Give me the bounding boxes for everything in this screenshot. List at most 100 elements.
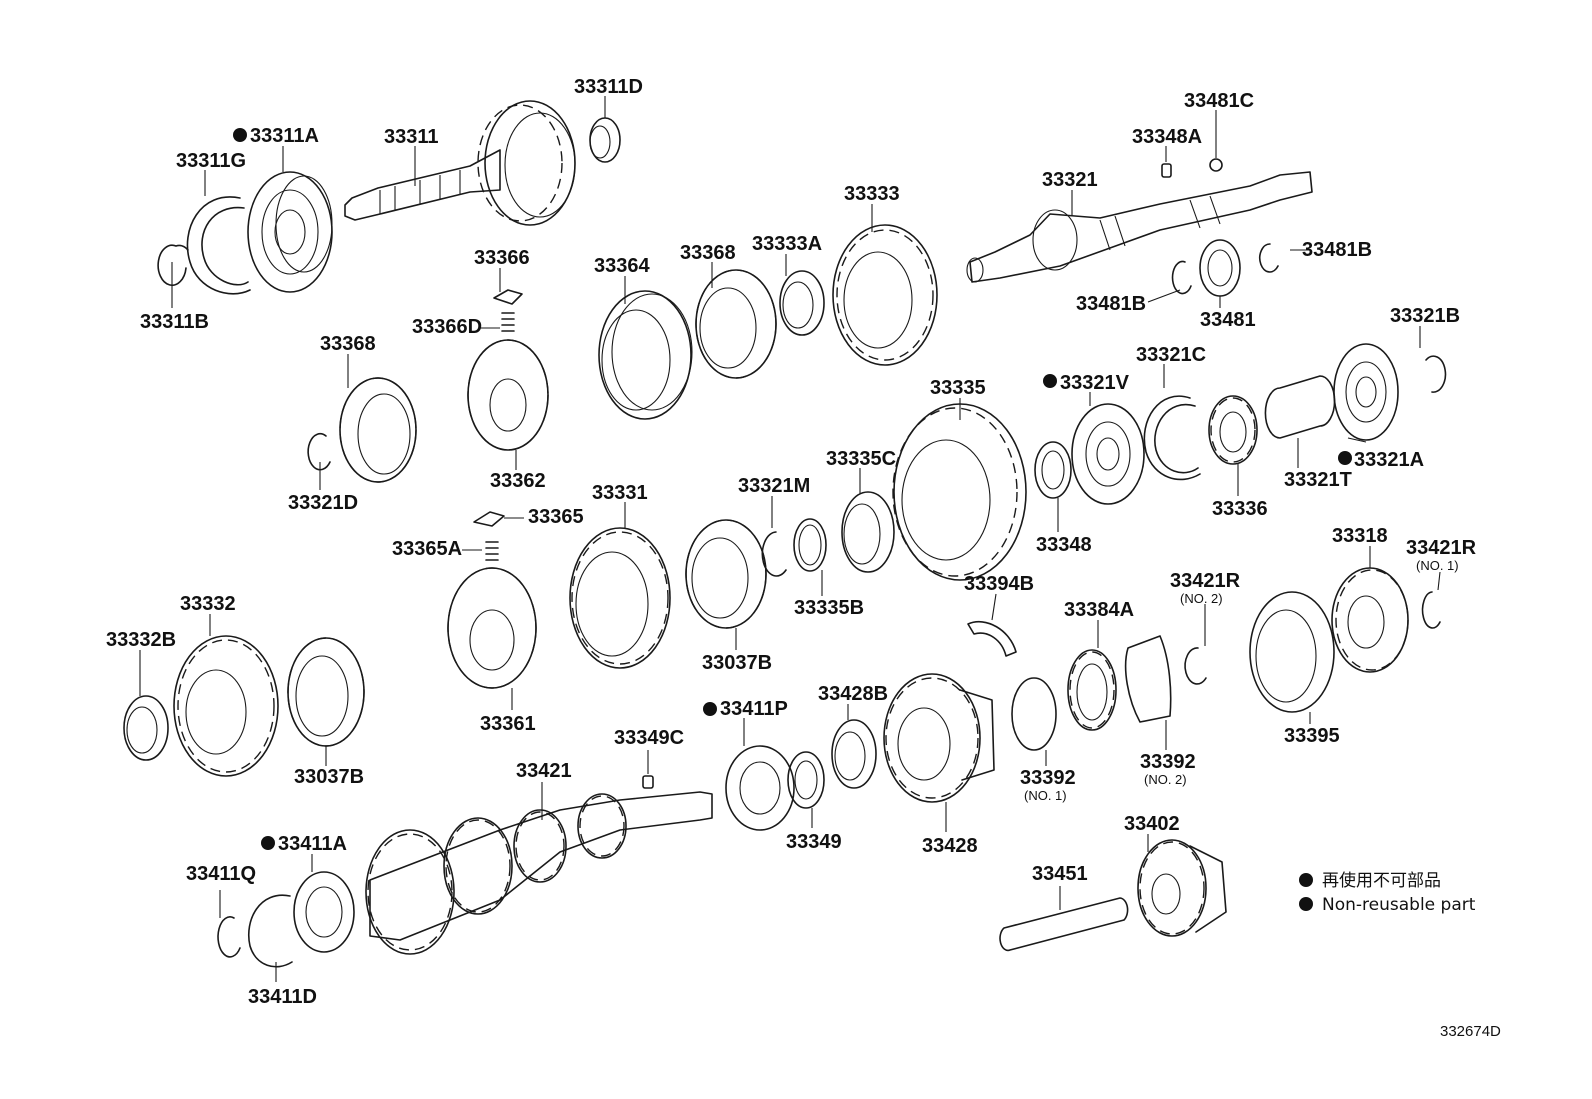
diagram-reference-number: 332674D xyxy=(1440,1023,1501,1040)
reverse-idler-gear-33402 xyxy=(1137,839,1207,937)
bearing-33411a xyxy=(293,871,355,953)
label-33368-top: 33368 xyxy=(680,242,736,264)
spacer-33348 xyxy=(1034,441,1072,499)
gear-33333 xyxy=(832,224,938,366)
label-33332: 33332 xyxy=(180,593,236,615)
key-33394b xyxy=(967,620,1017,657)
label-33395: 33395 xyxy=(1284,725,1340,747)
label-33421r-no1: 33421R xyxy=(1406,537,1477,559)
non-reusable-dot-33321a xyxy=(1338,451,1352,465)
label-33335: 33335 xyxy=(930,377,986,399)
label-33394b: 33394B xyxy=(964,573,1034,595)
label-33321t: 33321T xyxy=(1284,469,1352,491)
snap-ring-33421r-no2 xyxy=(1184,647,1207,685)
label-33349: 33349 xyxy=(786,831,842,853)
label-33335b: 33335B xyxy=(794,597,864,619)
gear-33428 xyxy=(883,673,981,803)
label-33421: 33421 xyxy=(516,760,572,782)
label-33321: 33321 xyxy=(1042,169,1098,191)
label-33428: 33428 xyxy=(922,835,978,857)
label-33362: 33362 xyxy=(490,470,546,492)
label-33361: 33361 xyxy=(480,713,536,735)
label-33481b-right: 33481B xyxy=(1302,239,1372,261)
label-33421r-no2: 33421R xyxy=(1170,570,1241,592)
non-reusable-dot-33311a xyxy=(233,128,247,142)
snap-ring-33411d xyxy=(248,894,293,968)
label-33428b: 33428B xyxy=(818,683,888,705)
counter-gear-33421 xyxy=(369,791,713,941)
lower-left-group xyxy=(123,635,365,777)
input-shaft-group xyxy=(157,100,621,295)
sublabel-33392-no1: (NO. 1) xyxy=(1024,788,1067,803)
reverse-group xyxy=(967,567,1441,952)
label-33365: 33365 xyxy=(528,506,584,528)
label-33451: 33451 xyxy=(1032,863,1088,885)
bearing-33481 xyxy=(1199,239,1241,297)
snap-ring-33481b-right xyxy=(1259,243,1279,273)
gear-33336 xyxy=(1208,395,1258,465)
label-33402: 33402 xyxy=(1124,813,1180,835)
legend: 再使用不可部品 Non-reusable part xyxy=(1299,870,1476,915)
ring-33392-no2 xyxy=(1124,635,1172,723)
label-33321v: 33321V xyxy=(1060,372,1130,394)
label-33311b: 33311B xyxy=(140,311,209,333)
non-reusable-dot-33321v xyxy=(1043,374,1057,388)
label-33321d: 33321D xyxy=(288,492,358,514)
output-shaft-33321 xyxy=(969,171,1313,283)
label-33333: 33333 xyxy=(844,183,900,205)
legend-dot-jp xyxy=(1299,873,1313,887)
spring-33365a xyxy=(485,541,499,561)
label-33348: 33348 xyxy=(1036,534,1092,556)
synchro-ring-33384a xyxy=(1067,649,1117,731)
pin-33348a xyxy=(1161,163,1172,178)
label-33366: 33366 xyxy=(474,247,530,269)
ball-33481c xyxy=(1209,158,1223,172)
label-33332b: 33332B xyxy=(106,629,176,651)
label-33411d: 33411D xyxy=(248,986,317,1008)
label-33318: 33318 xyxy=(1332,525,1388,547)
shifting-key-33365 xyxy=(473,511,505,527)
label-33311d: 33311D xyxy=(574,76,643,98)
label-33392-no2: 33392 xyxy=(1140,751,1196,773)
legend-dot-en xyxy=(1299,897,1313,911)
snap-ring-33311g xyxy=(186,196,251,295)
label-33366d: 33366D xyxy=(412,316,482,338)
reverse-idler-shaft-33451 xyxy=(999,897,1129,952)
washer-33335b xyxy=(793,518,827,572)
label-33411a: 33411A xyxy=(278,833,347,855)
snap-ring-33321m xyxy=(761,531,787,577)
label-33364: 33364 xyxy=(594,255,650,277)
label-33321b: 33321B xyxy=(1390,305,1460,327)
snap-ring-33321b xyxy=(1425,355,1447,393)
washer-33349 xyxy=(787,751,825,809)
label-33311: 33311 xyxy=(384,126,439,148)
snap-ring-33321c xyxy=(1143,395,1201,481)
gear-33331 xyxy=(569,527,671,669)
legend-text-jp: 再使用不可部品 xyxy=(1322,870,1441,891)
part-labels: 33311D 33311A 33311 33311G 33311B 33481C… xyxy=(106,76,1477,1008)
needle-bearing-33335c xyxy=(841,491,895,573)
gear-33335 xyxy=(893,403,1027,581)
label-33349c: 33349C xyxy=(614,727,684,749)
non-reusable-dot-33411a xyxy=(261,836,275,850)
label-33336: 33336 xyxy=(1212,498,1268,520)
output-shaft-group xyxy=(966,158,1313,297)
pin-33349c xyxy=(642,775,654,789)
label-33321c: 33321C xyxy=(1136,344,1206,366)
snap-ring-33411q xyxy=(217,916,241,958)
spacer-33321t xyxy=(1264,375,1336,439)
label-33411p: 33411P xyxy=(720,698,788,720)
label-33333a: 33333A xyxy=(752,233,822,255)
spring-33366d xyxy=(501,312,515,332)
label-33384a: 33384A xyxy=(1064,599,1134,621)
label-33037b-left: 33037B xyxy=(294,766,364,788)
label-33311a: 33311A xyxy=(250,125,319,147)
label-33481b-left: 33481B xyxy=(1076,293,1146,315)
needle-bearing-33333a xyxy=(779,270,825,336)
synchro-group-top xyxy=(307,224,938,483)
label-33321m: 33321M xyxy=(738,475,810,497)
non-reusable-dot-33411p xyxy=(703,702,717,716)
gear-33332 xyxy=(173,635,279,777)
label-33335c: 33335C xyxy=(826,448,896,470)
